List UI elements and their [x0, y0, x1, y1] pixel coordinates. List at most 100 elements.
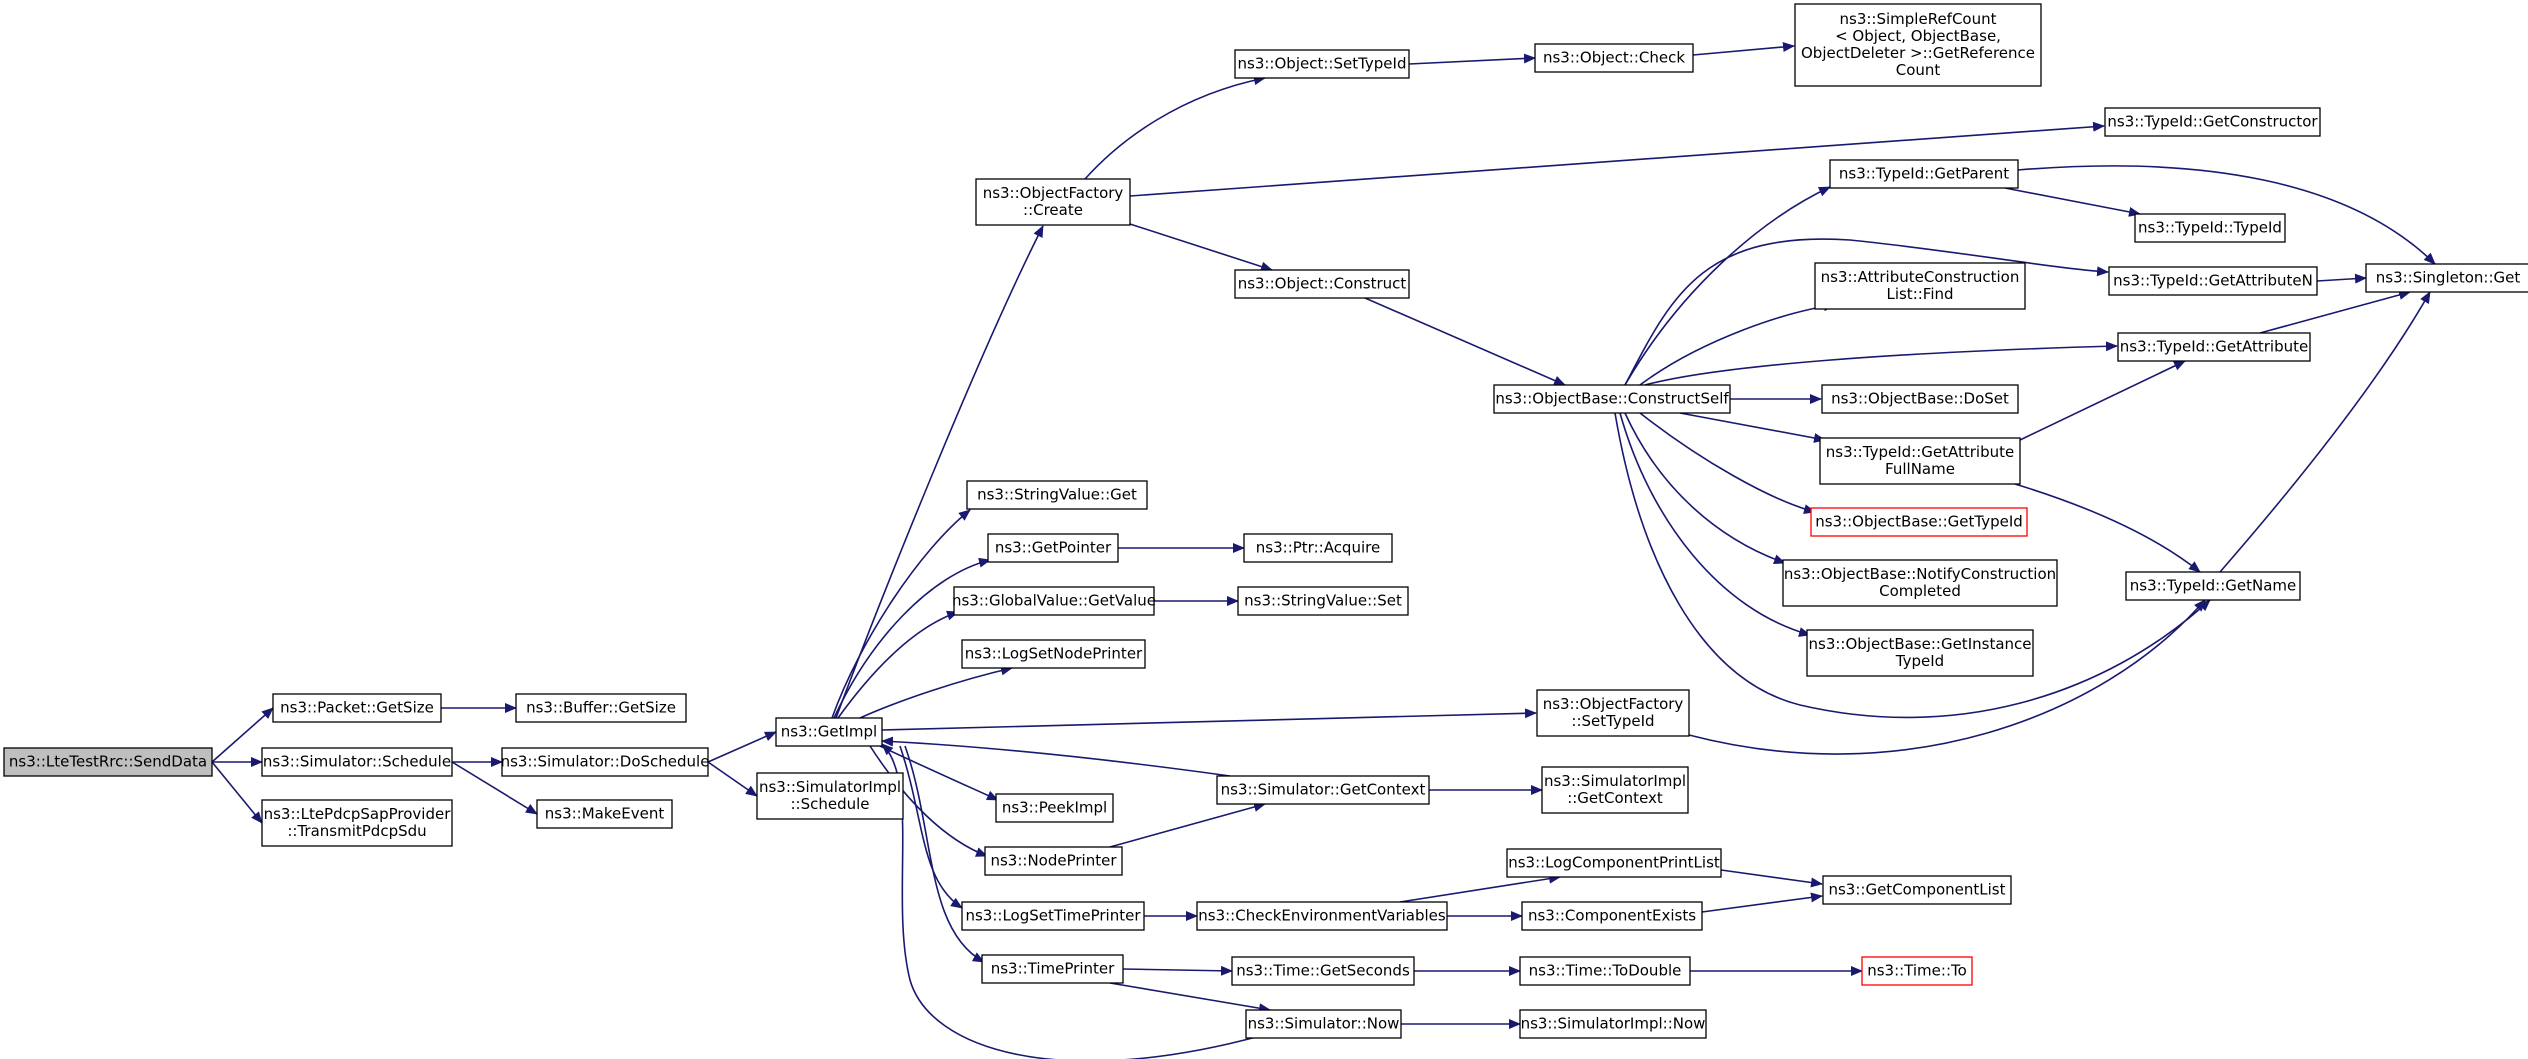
node-sim-schedule[interactable]: ns3::Simulator::Schedule	[261, 747, 453, 777]
node-get-impl[interactable]: ns3::GetImpl	[775, 717, 883, 747]
node-label: ns3::PeekImpl	[1002, 799, 1107, 817]
node-construct-self[interactable]: ns3::ObjectBase::ConstructSelf	[1493, 384, 1731, 414]
node-do-schedule[interactable]: ns3::Simulator::DoSchedule	[501, 747, 710, 777]
node-label: ns3::Object::Construct	[1238, 275, 1407, 293]
node-transmit-pdcp-sdu[interactable]: ns3::LtePdcpSapProvider::TransmitPdcpSdu	[261, 799, 453, 847]
edge-send-data-to-transmit-pdcp-sdu	[211, 761, 263, 824]
node-box	[1196, 901, 1448, 931]
node-label: ns3::ObjectBase::GetTypeId	[1815, 513, 2023, 531]
node-check-env[interactable]: ns3::CheckEnvironmentVariables	[1196, 901, 1448, 931]
edge-obj-construct-to-construct-self	[1364, 297, 1566, 386]
node-time-to[interactable]: ns3::Time::To	[1861, 956, 1973, 986]
node-send-data[interactable]: ns3::LteTestRrc::SendData	[3, 747, 213, 777]
node-label: ns3::CheckEnvironmentVariables	[1198, 907, 1446, 925]
node-string-value-set[interactable]: ns3::StringValue::Set	[1237, 586, 1409, 616]
node-box	[2365, 263, 2528, 293]
node-label: ns3::ComponentExists	[1528, 907, 1696, 925]
node-label: ns3::Object::Check	[1543, 49, 1685, 67]
node-buffer-get-size[interactable]: ns3::Buffer::GetSize	[515, 693, 687, 723]
node-label: ns3::NodePrinter	[990, 852, 1117, 870]
node-label: ns3::SimpleRefCount	[1840, 10, 1997, 28]
node-log-set-time-printer[interactable]: ns3::LogSetTimePrinter	[961, 901, 1145, 931]
node-obget-type-id[interactable]: ns3::ObjectBase::GetTypeId	[1810, 507, 2028, 537]
edge-time-printer-to-sim-now	[1109, 982, 1271, 1014]
node-ofcreate[interactable]: ns3::ObjectFactory::Create	[975, 178, 1131, 226]
node-obj-construct[interactable]: ns3::Object::Construct	[1234, 269, 1410, 299]
node-box	[1782, 559, 2058, 607]
node-get-comp-list[interactable]: ns3::GetComponentList	[1822, 875, 2012, 905]
node-log-set-node-printer[interactable]: ns3::LogSetNodePrinter	[961, 639, 1146, 669]
edge-get-impl-to-log-set-time-printer	[899, 745, 963, 909]
node-label: ns3::MakeEvent	[545, 805, 665, 823]
node-box	[2117, 332, 2311, 362]
node-string-value-get[interactable]: ns3::StringValue::Get	[966, 480, 1148, 510]
node-ofset-type-id[interactable]: ns3::ObjectFactory::SetTypeId	[1536, 689, 1690, 737]
node-box	[2125, 571, 2301, 601]
node-tiget-name[interactable]: ns3::TypeId::GetName	[2125, 571, 2301, 601]
node-sim-now[interactable]: ns3::Simulator::Now	[1245, 1009, 1402, 1039]
node-box	[1822, 875, 2012, 905]
node-label: ns3::TimePrinter	[991, 960, 1115, 978]
node-label: TypeId	[1895, 652, 1944, 670]
node-label: ns3::ObjectBase::ConstructSelf	[1495, 390, 1729, 408]
node-box	[995, 793, 1114, 823]
edge-tiget-name-to-singleton-get	[2219, 291, 2431, 573]
node-box	[966, 480, 1148, 510]
edge-do-schedule-to-sim-impl-schedule	[707, 761, 758, 797]
node-tiget-parent[interactable]: ns3::TypeId::GetParent	[1829, 159, 2019, 189]
node-box	[1536, 689, 1690, 737]
node-get-pointer[interactable]: ns3::GetPointer	[987, 533, 1119, 563]
node-sim-impl-schedule[interactable]: ns3::SimulatorImpl::Schedule	[756, 772, 904, 820]
node-obj-set-type-id[interactable]: ns3::Object::SetTypeId	[1234, 49, 1410, 79]
node-simple-ref-count[interactable]: ns3::SimpleRefCount< Object, ObjectBase,…	[1794, 3, 2042, 87]
node-titype-id[interactable]: ns3::TypeId::TypeId	[2134, 213, 2286, 243]
node-packet-get-size[interactable]: ns3::Packet::GetSize	[272, 693, 442, 723]
node-label: ::SetTypeId	[1571, 712, 1654, 730]
node-obdo-set[interactable]: ns3::ObjectBase::DoSet	[1821, 384, 2019, 414]
node-ptr-acquire[interactable]: ns3::Ptr::Acquire	[1243, 533, 1393, 563]
node-log-comp-print-list[interactable]: ns3::LogComponentPrintList	[1506, 848, 1722, 878]
node-label: ns3::SimulatorImpl	[1544, 772, 1686, 790]
node-time-to-double[interactable]: ns3::Time::ToDouble	[1519, 956, 1691, 986]
node-singleton-get[interactable]: ns3::Singleton::Get	[2365, 263, 2528, 293]
edge-obj-set-type-id-to-obj-check	[1408, 53, 1536, 65]
node-make-event[interactable]: ns3::MakeEvent	[536, 799, 673, 829]
edge-ofcreate-to-tiget-constructor	[1129, 121, 2105, 197]
edge-construct-self-to-obnotify	[1624, 412, 1786, 565]
node-tiget-attribute-n[interactable]: ns3::TypeId::GetAttributeN	[2108, 266, 2318, 296]
node-tiget-constructor[interactable]: ns3::TypeId::GetConstructor	[2104, 107, 2321, 137]
node-label: ::Schedule	[790, 795, 869, 813]
node-tiget-attribute[interactable]: ns3::TypeId::GetAttribute	[2117, 332, 2311, 362]
node-box	[1231, 956, 1415, 986]
node-box	[975, 178, 1131, 226]
edge-construct-self-to-tiget-attr-full-name	[1679, 412, 1826, 443]
node-comp-exists[interactable]: ns3::ComponentExists	[1521, 901, 1703, 931]
node-box	[1519, 956, 1691, 986]
node-sim-impl-now[interactable]: ns3::SimulatorImpl::Now	[1519, 1009, 1707, 1039]
node-label: ns3::TypeId::TypeId	[2138, 219, 2282, 237]
node-gvget-value[interactable]: ns3::GlobalValue::GetValue	[952, 586, 1156, 616]
node-label: ::GetContext	[1567, 789, 1663, 807]
node-label: ns3::Simulator::Now	[1248, 1015, 1400, 1033]
edge-construct-self-to-obget-instance-type-id	[1619, 412, 1811, 637]
node-obnotify[interactable]: ns3::ObjectBase::NotifyConstructionCompl…	[1782, 559, 2058, 607]
node-label: ObjectDeleter >::GetReference	[1801, 44, 2035, 62]
node-label: FullName	[1885, 460, 1955, 478]
node-sim-impl-get-context[interactable]: ns3::SimulatorImpl::GetContext	[1541, 766, 1689, 814]
node-box	[1821, 384, 2019, 414]
node-time-printer[interactable]: ns3::TimePrinter	[981, 954, 1124, 984]
edge-comp-exists-to-get-comp-list	[1701, 892, 1823, 913]
edge-get-impl-to-ofset-type-id	[881, 708, 1537, 731]
node-label: ns3::TypeId::GetAttribute	[1826, 443, 2014, 461]
node-label: ns3::AttributeConstruction	[1821, 268, 2020, 286]
node-peek-impl[interactable]: ns3::PeekImpl	[995, 793, 1114, 823]
node-obj-check[interactable]: ns3::Object::Check	[1534, 43, 1694, 73]
node-time-get-seconds[interactable]: ns3::Time::GetSeconds	[1231, 956, 1415, 986]
node-box	[1814, 262, 2026, 310]
node-node-printer[interactable]: ns3::NodePrinter	[984, 846, 1123, 876]
node-sim-get-context[interactable]: ns3::Simulator::GetContext	[1216, 775, 1430, 805]
